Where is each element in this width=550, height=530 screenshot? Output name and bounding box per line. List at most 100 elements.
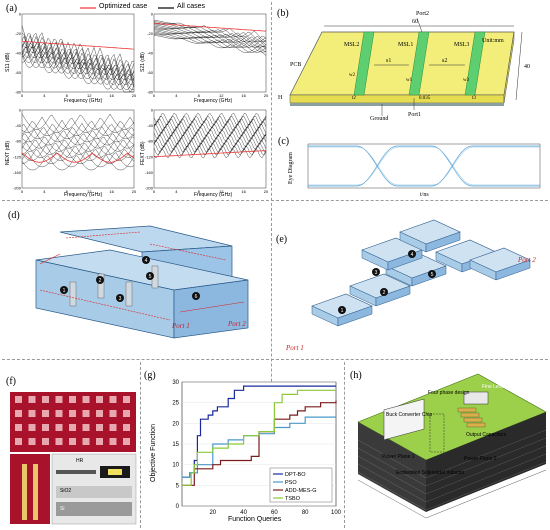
d-node: [60, 286, 68, 294]
g-xlabel: Function Queries: [228, 516, 282, 523]
a-ytick: -200: [13, 186, 22, 191]
eye-diagram: [307, 143, 541, 189]
a-xtick: 8: [66, 189, 69, 194]
d-node-label: 2: [99, 278, 102, 284]
b-msl2: MSL2: [344, 42, 360, 48]
d-node-label: 6: [195, 294, 198, 300]
a-curve: [153, 115, 267, 126]
f-cell: [69, 438, 76, 445]
f-cell: [28, 396, 36, 403]
f-cell: [82, 410, 90, 417]
a-xtick: 12: [219, 93, 224, 98]
a-xtick: 16: [109, 93, 114, 98]
a-ytick: -40: [15, 51, 22, 56]
h-layer-line: [357, 479, 427, 519]
a-xtick: 8: [198, 93, 201, 98]
f-cell: [15, 410, 22, 417]
panel-g-label: (g): [144, 370, 156, 381]
a-plot2-xlabel: Frequency (GHz): [194, 98, 233, 104]
f-cell: [69, 410, 76, 417]
g-ytick: 30: [172, 380, 179, 386]
f-si: Si: [60, 506, 65, 512]
f-cell: [15, 396, 22, 403]
e-port2: Port 2: [518, 256, 536, 264]
a-curve: [21, 35, 135, 80]
b-w2: w2: [349, 73, 356, 78]
panel-h: (h) Fine Level Package Four phase design…: [346, 362, 550, 528]
g-ytick: 20: [172, 421, 179, 427]
a-ytick: -80: [147, 90, 154, 95]
a-curve: [21, 132, 135, 149]
f-cell: [42, 424, 49, 431]
f-cell: [15, 424, 22, 431]
g-xtick: 80: [302, 510, 309, 516]
a-curve: [21, 122, 135, 140]
g-series-line: [182, 385, 336, 478]
a-ytick: 0: [19, 12, 22, 17]
a-ytick: -20: [15, 31, 22, 36]
f-cell: [69, 396, 76, 403]
d-node: [142, 256, 150, 264]
h-capacitor: [463, 417, 483, 423]
f-cell: [109, 424, 117, 431]
g-ytick: 10: [172, 463, 179, 469]
a-curve: [21, 52, 135, 93]
g-xtick: 40: [240, 510, 247, 516]
h-layer-line: [425, 453, 547, 503]
a-xtick: 0: [153, 93, 156, 98]
h-layer-line: [425, 445, 547, 495]
f-cell: [123, 438, 130, 445]
e-cavity: [385, 253, 447, 287]
b-w3: w3: [463, 78, 470, 83]
b-port1: Port1: [408, 112, 422, 118]
e-node: [372, 268, 380, 276]
a-xtick: 4: [43, 93, 46, 98]
a-plot1-xlabel: Frequency (GHz): [64, 98, 103, 104]
a-xtick: 4: [43, 189, 46, 194]
b-t3: t3: [472, 96, 476, 101]
a-curve: [153, 131, 267, 142]
c-ylabel: Eye Diagram: [288, 152, 294, 184]
a-curve: [153, 34, 267, 53]
h-layer-line: [425, 469, 547, 519]
a-ytick: -80: [15, 139, 22, 144]
a-curve: [21, 32, 135, 81]
a-xtick: 8: [66, 93, 69, 98]
panel-c-label: (c): [278, 136, 290, 147]
a-curve: [21, 25, 135, 76]
a-ytick: -200: [145, 186, 154, 191]
f-cell: [42, 396, 49, 403]
a-curve: [153, 23, 267, 43]
a-curve: [153, 24, 267, 46]
e-port1: Port 1: [286, 344, 304, 352]
f-cell: [55, 424, 63, 431]
h-buck: Buck Converter Chip: [386, 412, 433, 418]
legend-optimized: Optimized case: [99, 3, 148, 10]
f-cell: [96, 410, 103, 417]
g-legend: [269, 467, 333, 503]
f-cell: [109, 396, 117, 403]
b-dim-side: 40: [524, 64, 530, 70]
a-optimized-curve: [21, 152, 135, 163]
b-w1: w1: [406, 78, 413, 83]
a-xtick: 12: [87, 189, 92, 194]
e-node: [408, 250, 416, 258]
a-curve: [153, 25, 267, 48]
f-cell: [82, 424, 90, 431]
g-series-line: [182, 389, 336, 486]
g-legend-label: TSBO: [285, 496, 301, 502]
h-capacitor: [457, 407, 477, 413]
a-curve: [21, 45, 135, 90]
g-ytick: 15: [172, 442, 179, 448]
f-cell: [15, 438, 22, 445]
g-legend-label: DPT-BO: [285, 472, 306, 478]
a-ytick: -40: [147, 123, 154, 128]
panel-e-label: (e): [276, 234, 288, 245]
a-optimized-curve: [153, 23, 267, 32]
